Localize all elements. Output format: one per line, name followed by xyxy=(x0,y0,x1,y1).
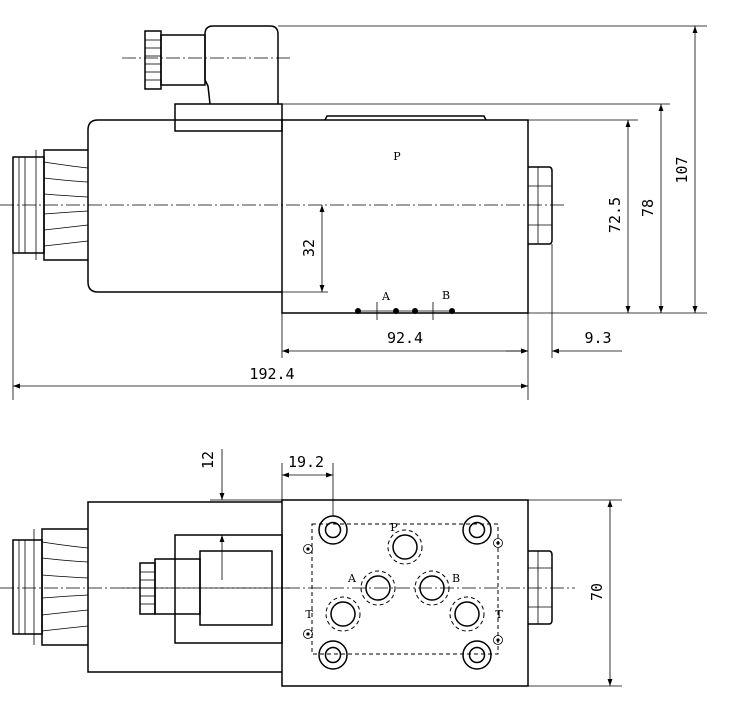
solenoid-coil xyxy=(87,119,282,293)
locating-pin xyxy=(493,635,503,645)
top-view: P A B 107 78 72.5 32 92.4 9.3 1 xyxy=(0,25,707,400)
end-plug-plan xyxy=(528,550,553,625)
port-label-a: A xyxy=(381,290,391,303)
valve-body xyxy=(281,119,529,314)
connector-plug xyxy=(144,25,279,105)
port-label-t-right: T xyxy=(495,608,503,621)
dim-width: 70 xyxy=(588,583,606,601)
end-plug xyxy=(528,166,553,245)
dim-body-height: 78 xyxy=(639,199,657,217)
dim-offset-y: 12 xyxy=(199,451,217,469)
bolt-hole xyxy=(462,640,492,670)
dim-total-length: 192.4 xyxy=(249,365,294,383)
port-label-b-plan: B xyxy=(452,572,460,585)
bolt-hole xyxy=(318,515,348,545)
body-top-strip xyxy=(324,115,487,121)
port-t-right xyxy=(449,596,485,632)
port-markers xyxy=(355,302,455,320)
locating-pin xyxy=(303,629,313,639)
locating-pin xyxy=(303,544,313,554)
dim-plug-length: 9.3 xyxy=(584,329,611,347)
port-label-a-plan: A xyxy=(347,572,357,585)
dim-offset-x: 19.2 xyxy=(288,453,324,471)
locating-pin xyxy=(493,538,503,548)
dim-axis-height: 32 xyxy=(300,239,318,257)
port-label-t-left: T xyxy=(305,608,313,621)
manual-override-knob-plan xyxy=(12,528,89,646)
bottom-view: P A B T T 12 19.2 70 xyxy=(0,449,622,687)
dim-total-height: 107 xyxy=(673,156,691,183)
port-label-p: P xyxy=(393,150,401,163)
port-label-b: B xyxy=(442,289,450,302)
dim-valve-height: 72.5 xyxy=(606,197,624,233)
connector-base xyxy=(174,103,283,132)
port-p xyxy=(387,529,423,565)
port-b xyxy=(414,570,450,606)
connector-base-plan xyxy=(174,534,283,644)
dim-body-length: 92.4 xyxy=(387,329,423,347)
bolt-hole xyxy=(318,640,348,670)
port-t-left xyxy=(325,596,361,632)
port-a xyxy=(360,570,396,606)
interface-outline xyxy=(311,523,499,655)
bolt-hole xyxy=(462,515,492,545)
port-label-p-plan: P xyxy=(390,521,398,534)
solenoid-coil-plan xyxy=(87,501,282,673)
